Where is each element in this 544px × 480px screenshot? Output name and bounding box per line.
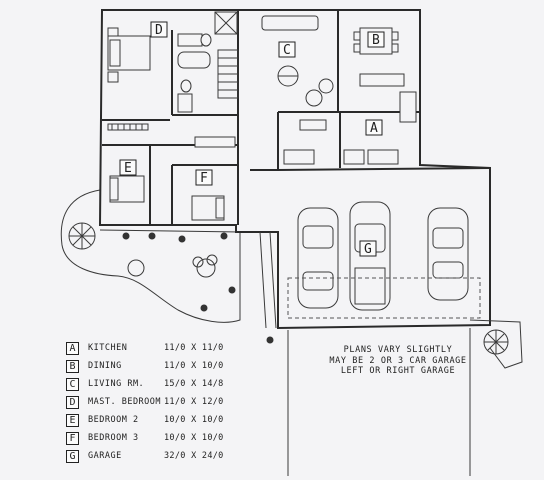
legend-name: DINING bbox=[88, 361, 122, 371]
legend-size: 32/0 X 24/0 bbox=[164, 451, 224, 461]
note-line: LEFT OR RIGHT GARAGE bbox=[340, 366, 456, 376]
shrub-icon bbox=[122, 232, 130, 240]
shrub-icon bbox=[178, 235, 186, 243]
shrub-icon bbox=[228, 286, 236, 294]
svg-text:C: C bbox=[283, 43, 291, 58]
room-label-f: F bbox=[195, 169, 213, 186]
legend-key: C bbox=[66, 378, 79, 391]
tree-icon-left bbox=[68, 222, 96, 250]
legend-key: A bbox=[66, 342, 79, 355]
legend-size: 10/0 X 10/0 bbox=[164, 433, 224, 443]
legend-name: KITCHEN bbox=[88, 343, 128, 353]
note-line: PLANS VARY SLIGHTLY bbox=[343, 345, 453, 355]
room-label-c: C bbox=[278, 41, 296, 58]
room-label-a: A bbox=[365, 119, 383, 136]
legend-row: C LIVING RM. 15/0 X 14/8 bbox=[66, 378, 296, 392]
svg-text:E: E bbox=[124, 161, 132, 176]
car-3 bbox=[427, 207, 469, 301]
legend-row: A KITCHEN 11/0 X 11/0 bbox=[66, 342, 296, 356]
legend-key: E bbox=[66, 414, 79, 427]
room-label-g: G bbox=[359, 240, 377, 257]
shrub-icon bbox=[192, 256, 204, 268]
legend-name: BEDROOM 3 bbox=[88, 433, 139, 443]
shrub-icon bbox=[196, 258, 216, 278]
kitchen-counter bbox=[359, 73, 405, 87]
legend-key: G bbox=[66, 450, 79, 463]
garage-dash-outline bbox=[287, 277, 481, 319]
room-label-d: D bbox=[150, 21, 168, 38]
legend-size: 10/0 X 10/0 bbox=[164, 415, 224, 425]
room-label-b: B bbox=[367, 31, 385, 48]
note-line: MAY BE 2 OR 3 CAR GARAGE bbox=[329, 355, 467, 366]
sofa bbox=[261, 15, 319, 31]
legend-name: BEDROOM 2 bbox=[88, 415, 139, 425]
shrub-icon bbox=[266, 336, 274, 344]
shrub-icon bbox=[220, 232, 228, 240]
car-1 bbox=[297, 207, 339, 309]
shrub-icon bbox=[127, 259, 145, 277]
room-label-e: E bbox=[119, 159, 137, 176]
legend-row: D MAST. BEDROOM 11/0 X 12/0 bbox=[66, 396, 296, 410]
legend-key: B bbox=[66, 360, 79, 373]
legend-key: F bbox=[66, 432, 79, 445]
legend-row: B DINING 11/0 X 10/0 bbox=[66, 360, 296, 374]
patio-outline bbox=[60, 189, 241, 323]
legend-size: 11/0 X 12/0 bbox=[164, 397, 224, 407]
svg-text:A: A bbox=[370, 121, 378, 136]
legend-key: D bbox=[66, 396, 79, 409]
shrub-icon bbox=[148, 232, 156, 240]
shrub-icon bbox=[200, 304, 208, 312]
svg-text:B: B bbox=[372, 33, 380, 48]
legend-name: GARAGE bbox=[88, 451, 122, 461]
legend-row: E BEDROOM 2 10/0 X 10/0 bbox=[66, 414, 296, 428]
svg-text:D: D bbox=[155, 23, 163, 38]
svg-text:G: G bbox=[364, 242, 372, 257]
plan-note: PLANS VARY SLIGHTLY MAY BE 2 OR 3 CAR GA… bbox=[318, 345, 478, 377]
legend-row: F BEDROOM 3 10/0 X 10/0 bbox=[66, 432, 296, 446]
svg-text:F: F bbox=[200, 171, 208, 186]
legend-size: 11/0 X 11/0 bbox=[164, 343, 224, 353]
legend-row: G GARAGE 32/0 X 24/0 bbox=[66, 450, 296, 464]
tree-icon-right bbox=[483, 329, 509, 355]
legend-name: LIVING RM. bbox=[88, 379, 145, 389]
legend-name: MAST. BEDROOM bbox=[88, 397, 162, 407]
shrub-icon bbox=[206, 254, 218, 266]
legend-size: 15/0 X 14/8 bbox=[164, 379, 224, 389]
legend-size: 11/0 X 10/0 bbox=[164, 361, 224, 371]
house-exterior-wall bbox=[98, 9, 491, 330]
